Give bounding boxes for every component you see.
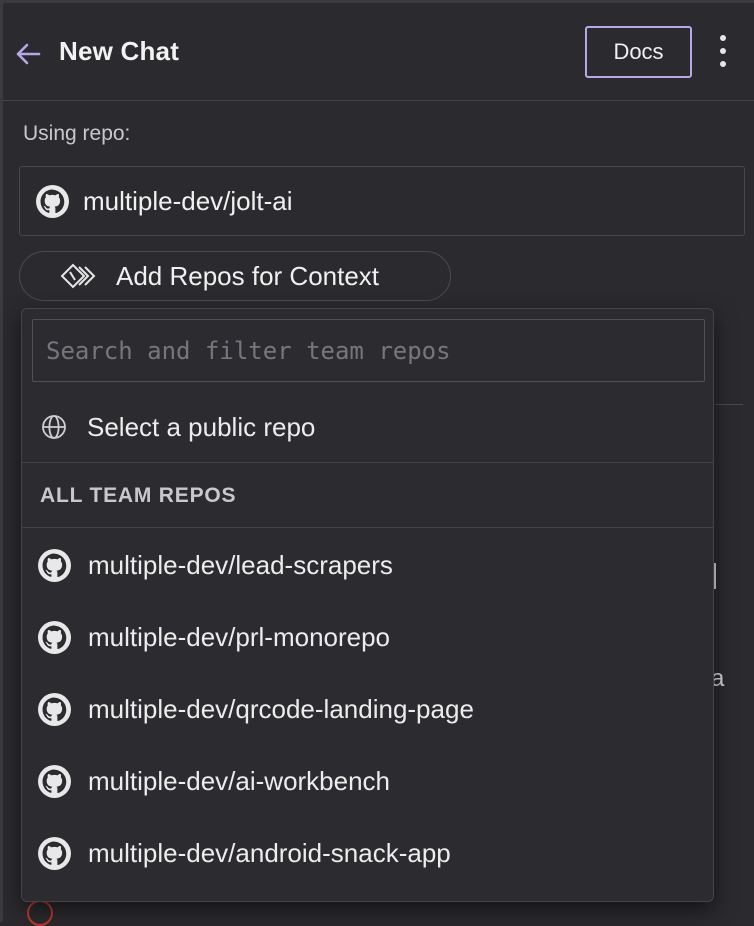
globe-icon (42, 415, 66, 439)
background-text-cursor (713, 563, 716, 589)
repo-name: multiple-dev/android-snack-app (88, 837, 451, 868)
section-header: ALL TEAM REPOS (22, 464, 713, 528)
select-public-repo-option[interactable]: Select a public repo (22, 392, 713, 463)
current-repo-name: multiple-dev/jolt-ai (83, 185, 293, 216)
select-public-repo-label: Select a public repo (87, 411, 316, 442)
section-title: ALL TEAM REPOS (40, 483, 237, 507)
search-input[interactable] (32, 319, 705, 382)
repo-name: multiple-dev/ai-workbench (88, 765, 391, 796)
team-repo-list: multiple-dev/lead-scrapers multiple-dev/… (22, 529, 713, 889)
background-divider (715, 404, 743, 405)
list-item[interactable]: multiple-dev/qrcode-landing-page (22, 673, 713, 745)
kebab-dot (720, 61, 726, 67)
page-title: New Chat (59, 36, 180, 66)
github-icon (36, 184, 69, 218)
github-icon (38, 692, 71, 726)
current-repo-field[interactable]: multiple-dev/jolt-ai (19, 166, 745, 236)
arrow-left-icon[interactable] (13, 39, 43, 69)
github-icon (38, 620, 71, 654)
kebab-dot (720, 48, 726, 54)
background-status-icon (27, 900, 53, 926)
list-item[interactable]: multiple-dev/android-snack-app (22, 817, 713, 889)
repo-name: multiple-dev/qrcode-landing-page (88, 693, 474, 724)
repo-dropdown: Select a public repo ALL TEAM REPOS mult… (21, 308, 714, 902)
repo-name: multiple-dev/lead-scrapers (88, 549, 393, 580)
kebab-menu-icon[interactable] (713, 35, 733, 71)
background-text-fragment: a (711, 665, 725, 692)
add-context-icon (60, 263, 96, 289)
list-item[interactable]: multiple-dev/ai-workbench (22, 745, 713, 817)
list-item[interactable]: multiple-dev/prl-monorepo (22, 601, 713, 673)
repo-name: multiple-dev/prl-monorepo (88, 621, 391, 652)
list-item[interactable]: multiple-dev/lead-scrapers (22, 529, 713, 601)
github-icon (38, 548, 71, 582)
header: New Chat Docs (3, 3, 754, 101)
docs-button[interactable]: Docs (585, 26, 692, 78)
kebab-dot (720, 35, 726, 41)
using-repo-label: Using repo: (23, 122, 131, 145)
add-repos-label: Add Repos for Context (116, 260, 380, 291)
github-icon (38, 836, 71, 870)
github-icon (38, 764, 71, 798)
add-repos-button[interactable]: Add Repos for Context (19, 251, 451, 301)
